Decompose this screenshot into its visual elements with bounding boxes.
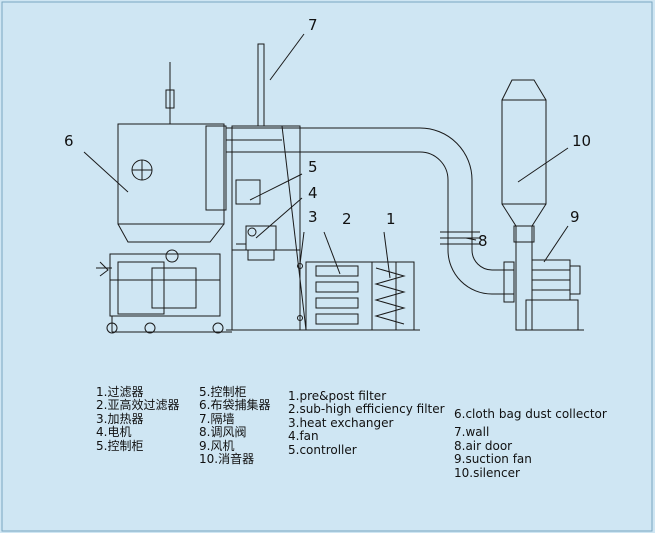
- legend-item: 1.pre&post filter: [288, 389, 387, 403]
- legend-item: 7.wall: [454, 425, 490, 440]
- callout-7: 7: [308, 16, 318, 34]
- legend-item: 4.电机: [96, 425, 132, 440]
- legend-item: 8.air door: [454, 438, 513, 453]
- legend-item: 1.过滤器: [96, 385, 144, 399]
- legend-item: 10.silencer: [454, 465, 520, 480]
- legend-item: 6.cloth bag dust collector: [454, 407, 607, 421]
- callout-10: 10: [572, 132, 591, 150]
- legend-item: 7.隔墙: [199, 411, 235, 426]
- legend-item: 5.控制柜: [199, 385, 247, 399]
- legend-chinese-1: 1.过滤器 2.亚高效过滤器 3.加热器 4.电机 5.控制柜: [96, 385, 180, 453]
- legend-item: 5.controller: [288, 442, 357, 457]
- callout-8: 8: [478, 232, 488, 250]
- callout-labels: 1 2 3 4 5 6 7 8 9 10: [64, 16, 591, 250]
- legend-item: 2.亚高效过滤器: [96, 398, 180, 413]
- legend-english-1: 1.pre&post filter 2.sub-high efficiency …: [288, 389, 445, 457]
- legend-item: 6.布袋捕集器: [199, 398, 271, 413]
- legend-item: 8.调风阀: [199, 425, 247, 440]
- legend-item: 3.加热器: [96, 411, 144, 426]
- callout-3: 3: [308, 208, 318, 226]
- callout-4: 4: [308, 184, 318, 202]
- legend-item: 4.fan: [288, 429, 319, 444]
- legend-chinese-2: 5.控制柜 6.布袋捕集器 7.隔墙 8.调风阀 9.风机 10.消音器: [199, 385, 271, 466]
- callout-6: 6: [64, 132, 74, 150]
- legend-item: 5.控制柜: [96, 438, 144, 453]
- callout-2: 2: [342, 210, 352, 228]
- legend-item: 2.sub-high efficiency filter: [288, 402, 445, 417]
- legend-item: 10.消音器: [199, 451, 255, 466]
- callout-1: 1: [386, 210, 396, 228]
- callout-5: 5: [308, 158, 318, 176]
- legend-item: 9.风机: [199, 438, 235, 453]
- legend-item: 9.suction fan: [454, 452, 532, 467]
- legend-item: 3.heat exchanger: [288, 415, 394, 430]
- legend-english-2: 6.cloth bag dust collector 7.wall 8.air …: [454, 407, 607, 480]
- callout-9: 9: [570, 208, 580, 226]
